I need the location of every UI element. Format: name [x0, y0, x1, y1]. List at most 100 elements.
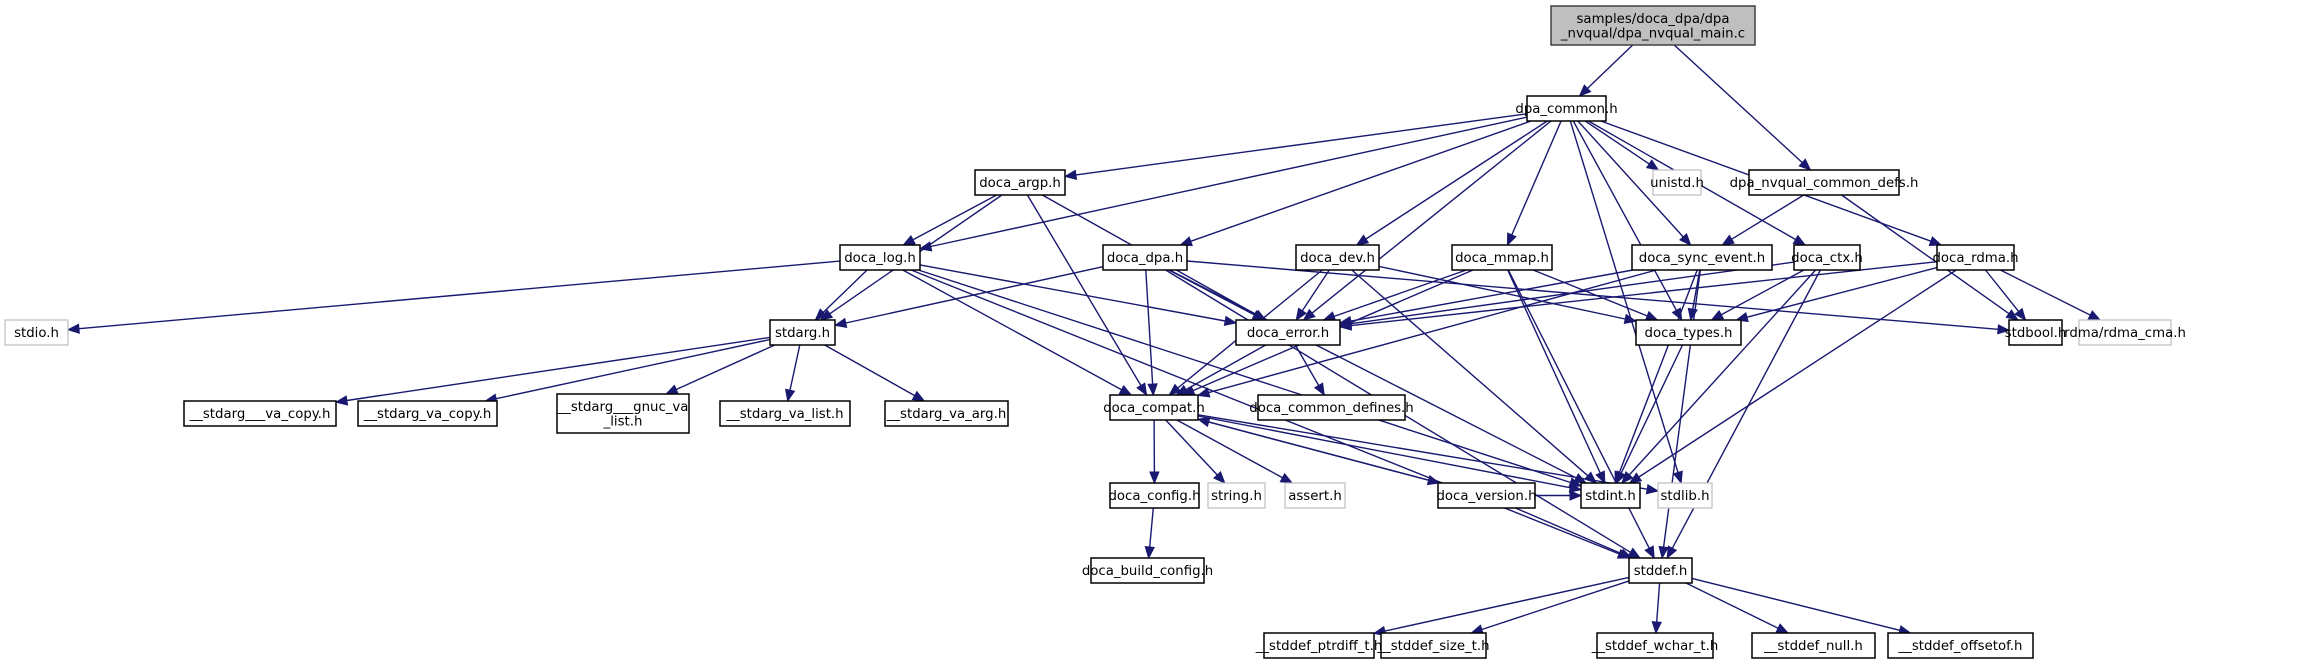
arrowhead-icon	[1775, 623, 1790, 634]
node-label: __stddef_ptrdiff_t.h	[1255, 639, 1383, 654]
node-unistd: unistd.h	[1650, 169, 1704, 196]
node-offsetof[interactable]: __stddef_offsetof.h	[1887, 632, 2034, 659]
edge-doca_log-to-doca_compat	[902, 269, 1133, 396]
node-stdint[interactable]: stdint.h	[1580, 482, 1641, 509]
edge-dpa_common-to-doca_sync_event	[1577, 120, 1692, 246]
edge-doca_rdma-to-doca_error	[1338, 261, 1938, 331]
arrowhead-icon	[1063, 169, 1078, 181]
node-doca-compat[interactable]: doca_compat.h	[1103, 394, 1205, 421]
node-stdbool[interactable]: stdbool.h	[2005, 319, 2067, 346]
node-doca-rdma[interactable]: doca_rdma.h	[1932, 244, 2019, 271]
edge-doca_log-to-stdint	[918, 269, 1583, 488]
node-build-config[interactable]: doca_build_config.h	[1082, 557, 1213, 584]
node-label: doca_dev.h	[1300, 251, 1375, 266]
node-dpa-common[interactable]: dpa_common.h	[1515, 95, 1618, 122]
arrowhead-icon	[1666, 545, 1678, 560]
node-va-list[interactable]: __stdarg_va_list.h	[719, 400, 851, 427]
edge-stdarg-to-va_arg	[824, 344, 926, 402]
node-box	[1284, 482, 1346, 509]
edge-doca_log-to-stdio	[66, 260, 841, 334]
arrowhead-icon	[1997, 324, 2011, 335]
arrowhead-icon	[902, 234, 916, 246]
node-va-copy2[interactable]: __stdarg___va_copy.h	[183, 400, 337, 427]
arrowhead-icon	[1196, 417, 1211, 428]
edge-line	[1186, 260, 1999, 330]
node-common-defines[interactable]: doca_common_defines.h	[1249, 394, 1414, 421]
edge-doca_rdma-to-doca_types	[1735, 266, 1938, 323]
node-doca-dev[interactable]: doca_dev.h	[1295, 244, 1380, 271]
node-label: doca_compat.h	[1103, 401, 1205, 416]
node-doca-mmap[interactable]: doca_mmap.h	[1451, 244, 1553, 271]
node-label: doca_types.h	[1645, 326, 1733, 341]
node-null[interactable]: __stddef_null.h	[1751, 632, 1876, 659]
node-box	[1380, 632, 1487, 659]
edge-line	[1569, 120, 1679, 473]
arrowhead-icon	[1628, 472, 1643, 484]
edge-doca_compat-to-doca_config	[1149, 419, 1160, 485]
node-main[interactable]: samples/doca_dpa/dpa_nvqual/dpa_nvqual_m…	[1550, 5, 1756, 46]
node-box	[719, 400, 851, 427]
node-box	[1936, 244, 2015, 271]
node-label: doca_ctx.h	[1791, 251, 1863, 266]
node-doca-argp[interactable]: doca_argp.h	[974, 169, 1066, 196]
arrowhead-icon	[1355, 234, 1370, 246]
edge-line	[1145, 269, 1154, 385]
arrowhead-icon	[1578, 84, 1592, 97]
node-nvqual-defs[interactable]: dpa_nvqual_common_defs.h	[1730, 169, 1919, 196]
edge-line	[1685, 582, 1779, 629]
edge-line	[1656, 582, 1661, 623]
arrowhead-icon	[665, 384, 679, 395]
node-label: __stdarg_va_arg.h	[886, 407, 1007, 422]
node-doca-version[interactable]: doca_version.h	[1436, 482, 1537, 509]
node-doca-config[interactable]: doca_config.h	[1108, 482, 1201, 509]
node-box	[1090, 557, 1205, 584]
node-box	[1102, 244, 1188, 271]
node-stddef[interactable]: stddef.h	[1628, 557, 1693, 584]
node-box	[1295, 244, 1380, 271]
node-wchar-t[interactable]: __stddef_wchar_t.h	[1591, 632, 1719, 659]
node-stdarg[interactable]: stdarg.h	[769, 319, 836, 346]
edge-line	[1572, 120, 1678, 311]
node-doca-sync-event[interactable]: doca_sync_event.h	[1631, 244, 1773, 271]
edge-line	[1673, 44, 1803, 164]
arrowhead-icon	[1118, 384, 1133, 396]
node-va-arg[interactable]: __stdarg_va_arg.h	[884, 400, 1009, 427]
node-label: doca_config.h	[1108, 489, 1200, 504]
edge-line	[1584, 120, 1650, 165]
node-doca-error[interactable]: doca_error.h	[1235, 319, 1341, 346]
edge-doca_compat-to-string	[1165, 419, 1226, 484]
edge-doca_compat-to-assert	[1176, 419, 1294, 484]
node-label: string.h	[1211, 489, 1262, 504]
node-doca-types[interactable]: doca_types.h	[1635, 319, 1742, 346]
edge-line	[1176, 419, 1283, 479]
edge-line	[930, 116, 1528, 248]
node-gnuc-va-list[interactable]: __stdarg___gnuc_va_list.h	[556, 393, 690, 434]
node-string: string.h	[1207, 482, 1266, 509]
arrowhead-icon	[1644, 310, 1659, 321]
edge-line	[1333, 269, 1467, 318]
node-label: __stddef_wchar_t.h	[1591, 639, 1719, 654]
arrowhead-icon	[1721, 234, 1735, 246]
edge-line	[1197, 414, 1648, 490]
arrowhead-icon	[1147, 383, 1158, 397]
arrowhead-icon	[1213, 471, 1226, 484]
edge-line	[1350, 269, 1634, 322]
node-va-copy[interactable]: __stdarg_va_copy.h	[357, 400, 498, 427]
edge-stdarg-to-va_copy2	[334, 336, 771, 406]
node-doca-dpa[interactable]: doca_dpa.h	[1102, 244, 1188, 271]
node-size-t[interactable]: __stddef_size_t.h	[1376, 632, 1490, 659]
arrowhead-icon	[1223, 315, 1238, 327]
arrowhead-icon	[1506, 232, 1517, 247]
arrowhead-icon	[1595, 470, 1606, 485]
node-box	[1657, 482, 1713, 509]
node-doca-log[interactable]: doca_log.h	[839, 244, 921, 271]
edge-line	[1185, 344, 1267, 391]
node-label: _nvqual/dpa_nvqual_main.c	[1560, 26, 1745, 41]
edge-line	[1208, 269, 1657, 394]
node-ptrdiff[interactable]: __stddef_ptrdiff_t.h	[1255, 632, 1383, 659]
arrowhead-icon	[1792, 234, 1807, 246]
arrowhead-icon	[2087, 310, 2102, 321]
node-label: doca_mmap.h	[1455, 251, 1549, 266]
edge-doca_dpa-to-stdbool	[1186, 260, 2011, 335]
node-doca-ctx[interactable]: doca_ctx.h	[1791, 244, 1863, 271]
